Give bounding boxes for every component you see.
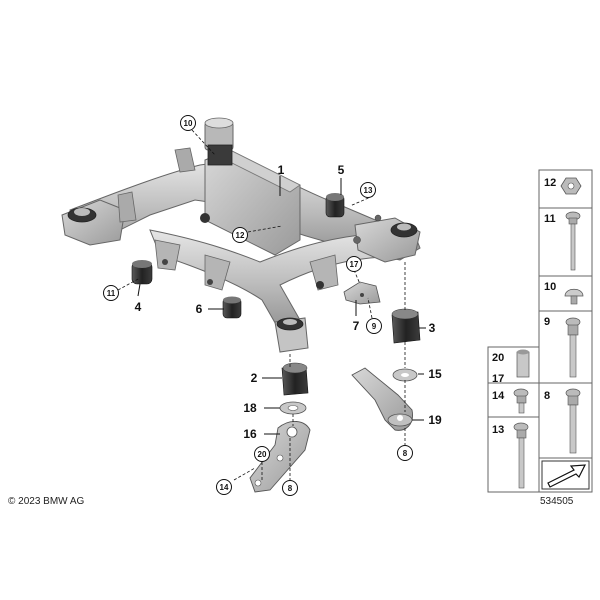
callout-13-circle: 13 xyxy=(360,182,376,198)
bolt-9 xyxy=(565,317,581,378)
callout-8-circle-b: 8 xyxy=(282,480,298,496)
callout-3: 3 xyxy=(429,321,436,335)
rubber-bush-4 xyxy=(131,260,153,285)
callout-18: 18 xyxy=(243,401,257,415)
bolt-8 xyxy=(565,388,581,454)
svg-text:14: 14 xyxy=(220,483,229,492)
rubber-bush-6 xyxy=(222,296,242,319)
svg-text:10: 10 xyxy=(184,119,193,128)
callout-labels: 1 5 4 6 7 3 2 18 16 15 19 xyxy=(135,163,442,441)
panel-label-10: 10 xyxy=(544,281,556,293)
svg-text:12: 12 xyxy=(236,231,245,240)
bracket-7 xyxy=(343,281,381,305)
circled-callouts: 10 13 12 11 17 9 8 20 14 8 xyxy=(103,115,413,496)
callout-14-circle: 14 xyxy=(216,479,232,495)
rear-axle-subframe xyxy=(61,117,421,353)
panel-label-8: 8 xyxy=(544,390,550,402)
callout-15: 15 xyxy=(428,367,442,381)
washer-15 xyxy=(392,368,418,382)
callout-7: 7 xyxy=(353,319,360,333)
bolt-13 xyxy=(513,422,529,489)
callout-10-circle: 10 xyxy=(180,115,196,131)
bolt-14 xyxy=(513,388,529,414)
panel-label-17: 17 xyxy=(492,373,504,385)
clip-10 xyxy=(564,288,584,305)
leader-lines xyxy=(137,176,426,435)
callout-16: 16 xyxy=(243,427,257,441)
direction-arrow-icon xyxy=(541,460,590,490)
bracket-16 xyxy=(249,421,311,493)
callout-19: 19 xyxy=(428,413,442,427)
copyright-text: © 2023 BMW AG xyxy=(8,496,85,507)
svg-text:17: 17 xyxy=(350,260,359,269)
callout-4: 4 xyxy=(135,300,142,314)
rubber-bush-5 xyxy=(325,193,345,218)
panel-label-14: 14 xyxy=(492,390,505,402)
svg-text:11: 11 xyxy=(107,289,116,298)
callout-20-circle: 20 xyxy=(254,446,270,462)
washer-18 xyxy=(279,401,307,415)
callout-1: 1 xyxy=(278,163,285,177)
svg-text:20: 20 xyxy=(258,450,267,459)
panel-label-9: 9 xyxy=(544,316,550,328)
dashed-leaders xyxy=(117,129,406,481)
svg-text:8: 8 xyxy=(288,484,293,493)
panel-label-20: 20 xyxy=(492,352,504,364)
panel-label-13: 13 xyxy=(492,424,504,436)
callout-12-circle: 12 xyxy=(232,227,248,243)
rubber-mount-3 xyxy=(391,308,421,344)
rubber-mount-2 xyxy=(281,362,309,396)
callout-11-circle: 11 xyxy=(103,285,119,301)
callout-8-circle-a: 8 xyxy=(397,445,413,461)
callout-2: 2 xyxy=(251,371,258,385)
svg-text:13: 13 xyxy=(364,186,373,195)
bolt-11 xyxy=(565,211,581,271)
callout-17-circle: 17 xyxy=(346,256,362,272)
panel-label-12: 12 xyxy=(544,177,556,189)
diagram-number: 534505 xyxy=(540,496,574,507)
fasteners-panel: 12 11 10 9 20 17 14 8 13 xyxy=(487,169,593,493)
panel-label-11: 11 xyxy=(544,213,556,225)
nut-12 xyxy=(560,177,582,195)
svg-text:8: 8 xyxy=(403,449,408,458)
bracket-19 xyxy=(351,367,413,431)
svg-text:9: 9 xyxy=(372,322,377,331)
callout-9-circle: 9 xyxy=(366,318,382,334)
sleeve-20 xyxy=(516,349,530,378)
callout-5: 5 xyxy=(338,163,345,177)
callout-6: 6 xyxy=(196,302,203,316)
